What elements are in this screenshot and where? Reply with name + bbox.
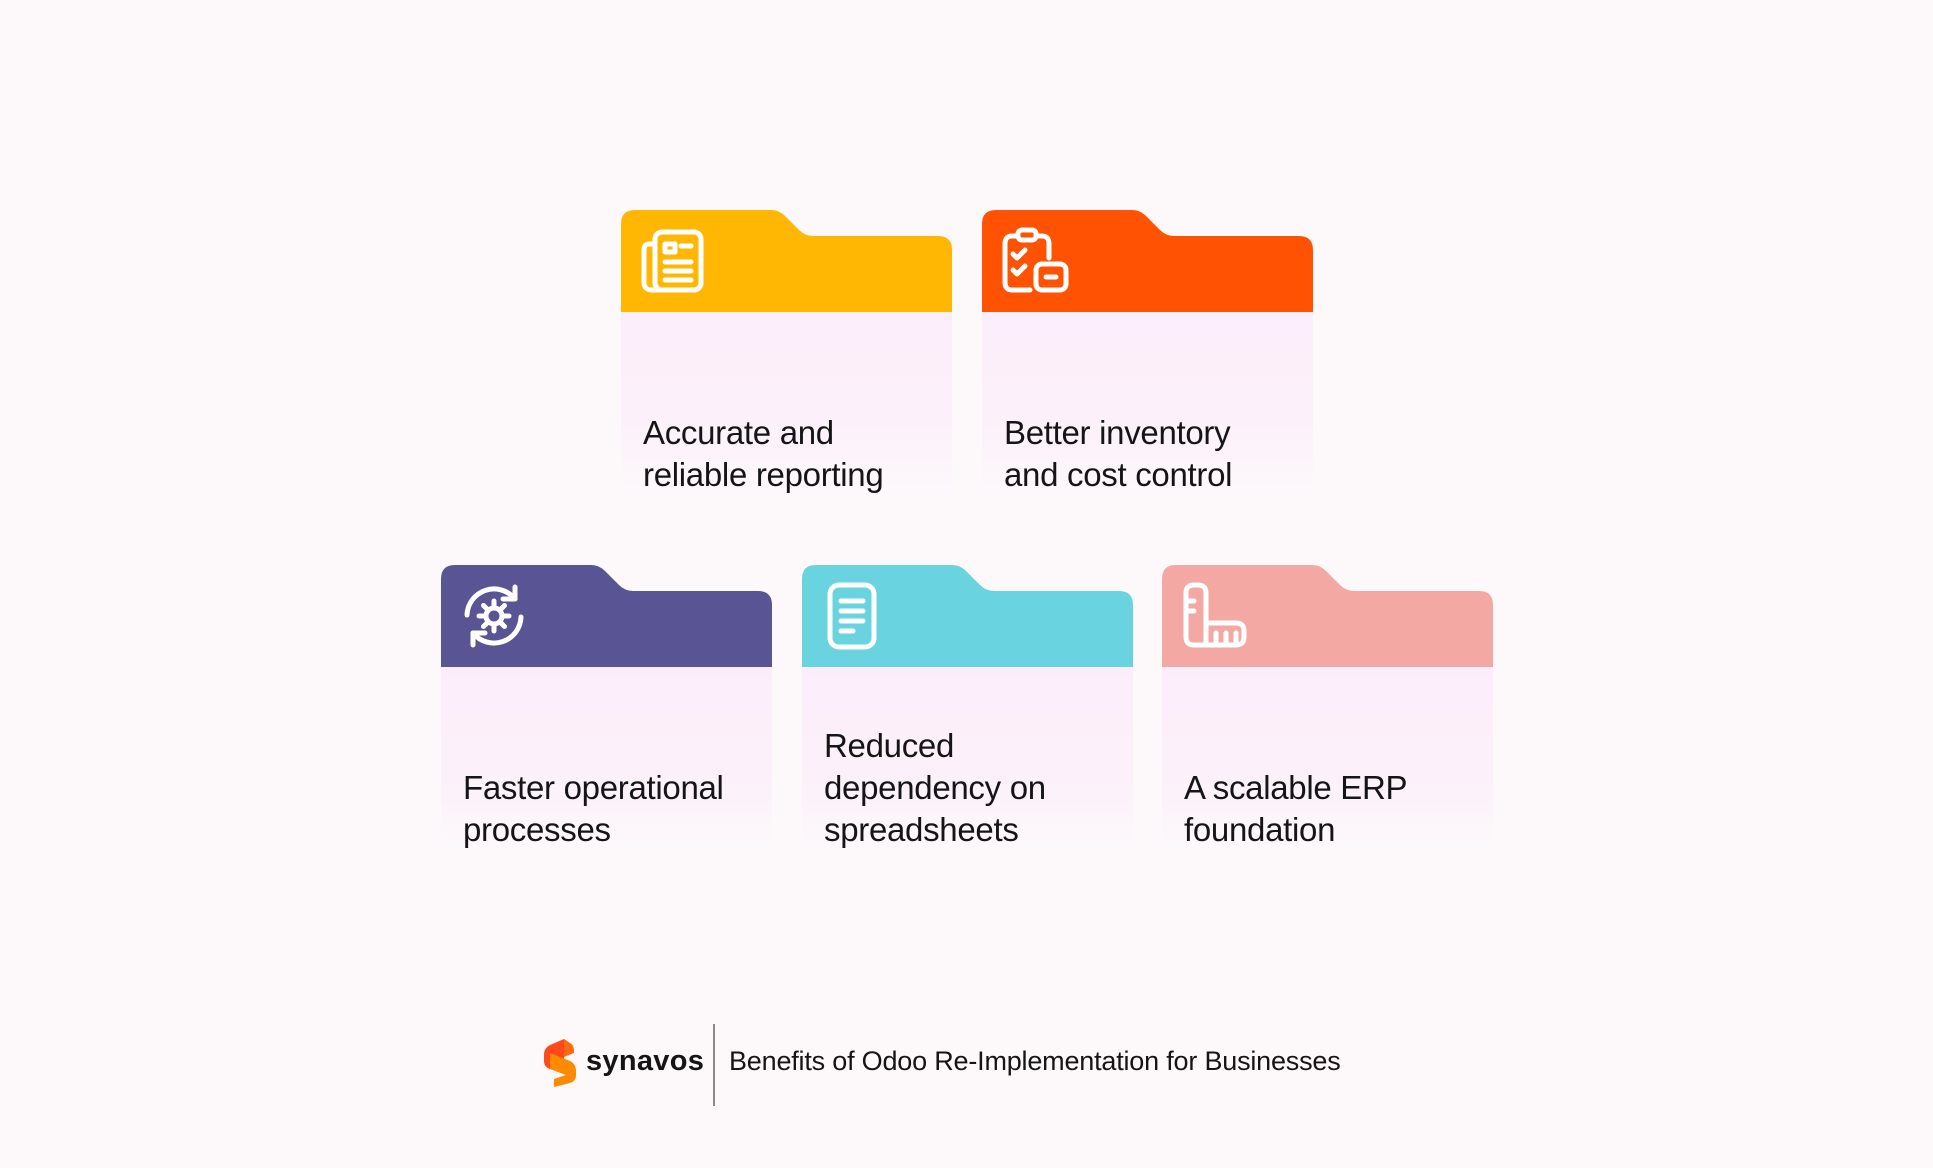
card-body	[1162, 667, 1493, 855]
brand-name: synavos	[586, 1045, 705, 1077]
refresh-gear-icon	[464, 584, 524, 648]
card-label: Accurate and reliable reporting	[643, 414, 884, 493]
card-scalable-erp: A scalable ERP foundation	[1162, 565, 1493, 855]
card-inventory-control: Better inventory and cost control	[982, 210, 1313, 500]
card-reduced-spreadsheets: Reduced dependency on spreadsheets	[802, 565, 1133, 855]
ruler-icon	[1183, 582, 1247, 648]
card-label: Better inventory and cost control	[1004, 414, 1233, 493]
divider	[713, 1024, 715, 1106]
card-body	[982, 312, 1313, 500]
card-faster-processes: Faster operational processes	[441, 565, 772, 855]
clipboard-check-icon	[1002, 227, 1069, 293]
card-body	[621, 312, 952, 500]
card-label: Reduced dependency on spreadsheets	[824, 727, 1046, 848]
card-body	[441, 667, 772, 855]
card-label: Faster operational processes	[463, 769, 724, 848]
document-list-icon	[641, 229, 704, 293]
card-body	[802, 667, 1133, 855]
folder-tab	[441, 565, 772, 667]
folder-tab	[802, 565, 1133, 667]
synavos-logo-icon	[544, 1039, 576, 1087]
footer: synavos Benefits of Odoo Re-Implementati…	[0, 1020, 1933, 1110]
folder-tab	[621, 210, 952, 312]
card-accurate-reporting: Accurate and reliable reporting	[621, 210, 952, 500]
card-label: A scalable ERP foundation	[1184, 769, 1408, 848]
spreadsheet-doc-icon	[827, 582, 877, 650]
page-title: Benefits of Odoo Re-Implementation for B…	[729, 1046, 1341, 1076]
